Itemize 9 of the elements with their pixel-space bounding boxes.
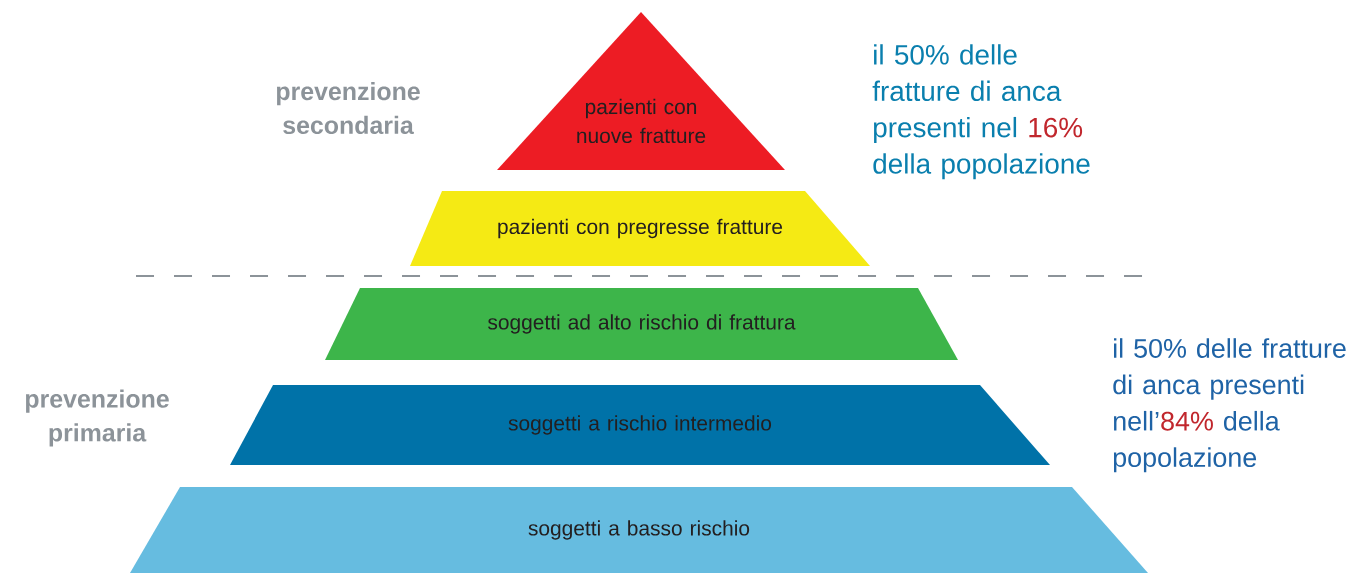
statistic-note: il 50% delle fratture di anca presenti nel 16% della popolazione [872, 44, 1090, 180]
section-label: prevenzione primaria [26, 389, 169, 447]
pyramid-band: soggetti ad alto rischio di frattura [325, 288, 958, 360]
pyramid-band: soggetti a rischio intermedio [230, 385, 1050, 465]
pyramid-band: pazienti con pregresse fratture [410, 191, 870, 266]
pyramid-band: soggetti a basso rischio [130, 487, 1148, 573]
statistic-note: il 50% delle fratture di anca presenti nell’84% della popolazione [1113, 338, 1346, 473]
pyramid-triangle: pazienti con nuove fratture [497, 12, 785, 170]
section-label: prevenzione secondaria [277, 81, 420, 135]
